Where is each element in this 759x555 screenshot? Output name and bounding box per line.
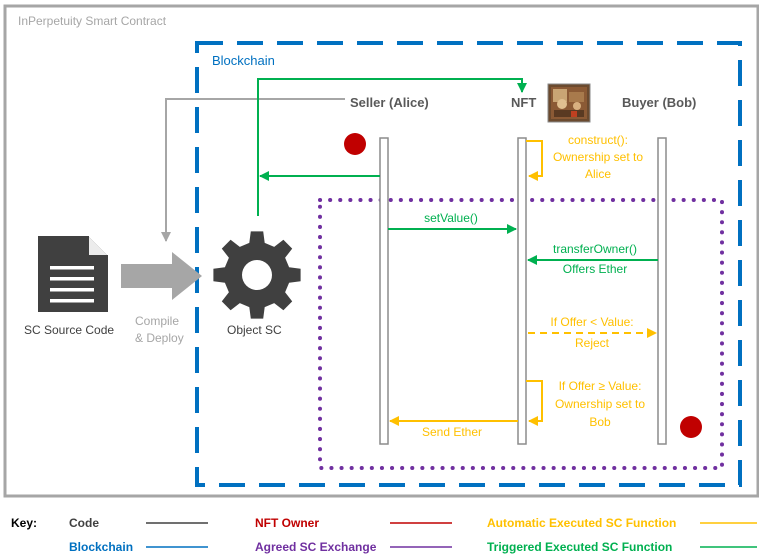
nft-image	[547, 83, 591, 123]
transfer-owner-label-2: Offers Ether	[563, 262, 627, 276]
frame-title: InPerpetuity Smart Contract	[18, 14, 167, 28]
accept-label-3: Bob	[589, 415, 611, 429]
legend-label-nft-owner: NFT Owner	[255, 516, 319, 530]
seller-lifeline	[379, 137, 389, 445]
deploy-to-nft-arrow	[257, 78, 527, 216]
legend-label-exchange: Agreed SC Exchange	[255, 540, 377, 554]
reject-label-2: Reject	[575, 336, 610, 350]
construct-arrow	[526, 140, 543, 181]
compile-label-1: Compile	[135, 314, 179, 328]
legend-title: Key:	[11, 516, 37, 530]
accept-label-1: If Offer ≥ Value:	[559, 379, 642, 393]
object-sc-label: Object SC	[227, 323, 282, 337]
blockchain-label: Blockchain	[212, 53, 275, 68]
buyer-label: Buyer (Bob)	[622, 95, 696, 110]
gear-hole	[242, 260, 272, 290]
compile-arrow	[121, 252, 202, 300]
owner-marker-bob	[680, 416, 702, 438]
construct-label-1: construct():	[568, 133, 628, 147]
legend: Key: Code NFT Owner Automatic Executed S…	[11, 516, 757, 554]
reject-label-1: If Offer < Value:	[550, 315, 633, 329]
code-flow-line	[161, 98, 345, 242]
gear-icon	[213, 231, 301, 319]
nft-label: NFT	[511, 95, 536, 110]
blockchain-region	[195, 41, 742, 487]
accept-arrow	[526, 380, 543, 426]
accept-label-2: Ownership set to	[555, 397, 645, 411]
source-code-label: SC Source Code	[24, 323, 114, 337]
send-ether-label: Send Ether	[422, 425, 482, 439]
set-value-label: setValue()	[424, 211, 478, 225]
legend-label-triggered: Triggered Executed SC Function	[487, 540, 672, 554]
compile-label-2: & Deploy	[135, 331, 184, 345]
legend-label-automatic: Automatic Executed SC Function	[487, 516, 676, 530]
seller-label: Seller (Alice)	[350, 95, 429, 110]
transfer-owner-label-1: transferOwner()	[553, 242, 637, 256]
construct-label-2: Ownership set to	[553, 150, 643, 164]
document-icon	[38, 236, 108, 312]
construct-label-3: Alice	[585, 167, 611, 181]
outer-frame	[3, 4, 759, 498]
owner-marker-alice	[344, 133, 366, 155]
buyer-lifeline	[657, 137, 667, 445]
legend-label-code: Code	[69, 516, 99, 530]
legend-label-blockchain: Blockchain	[69, 540, 133, 554]
nft-lifeline	[517, 137, 527, 445]
